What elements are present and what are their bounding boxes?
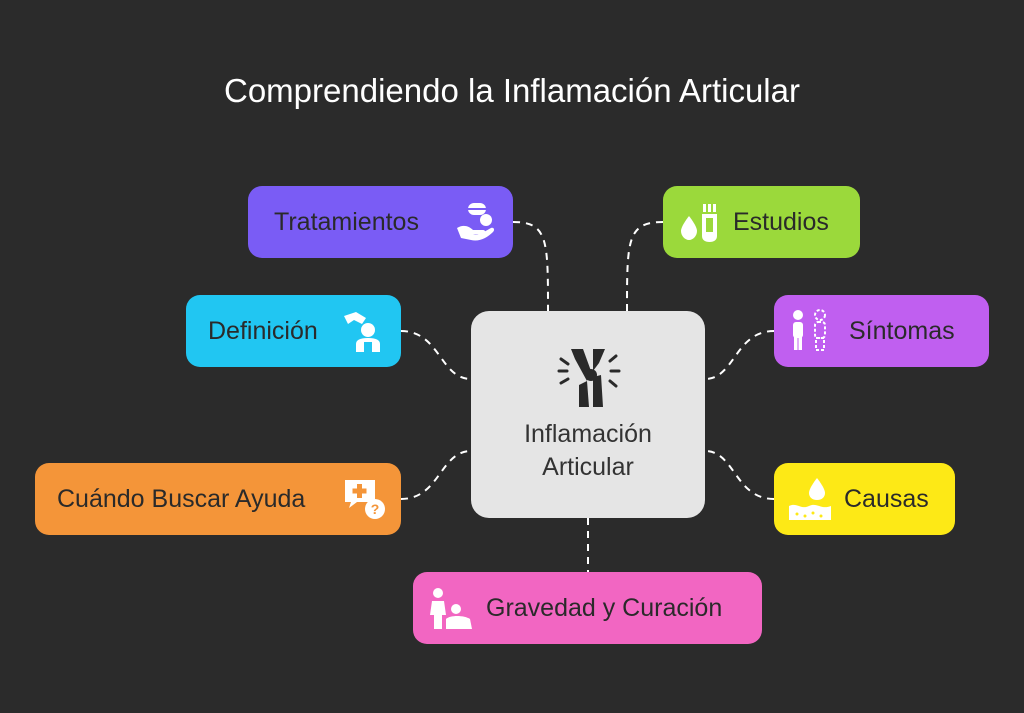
inflamed-joint-icon bbox=[553, 341, 623, 416]
hand-pill-icon bbox=[453, 200, 497, 244]
diagram-title: Comprendiendo la Inflamación Articular bbox=[224, 72, 800, 109]
node-gravedad-curacion: Gravedad y Curación bbox=[413, 572, 762, 644]
doctor-patient-icon bbox=[342, 308, 388, 354]
node-sintomas-label: Síntomas bbox=[849, 316, 955, 345]
connector-tratamientos bbox=[512, 221, 549, 312]
svg-text:?: ? bbox=[371, 501, 380, 517]
caregiver-patient-icon bbox=[428, 585, 474, 631]
person-outline-icon bbox=[788, 308, 834, 354]
test-tube-drop-icon bbox=[677, 200, 723, 244]
skin-drop-icon bbox=[787, 476, 833, 522]
node-definicion-label: Definición bbox=[208, 316, 318, 345]
node-sintomas: Síntomas bbox=[774, 295, 989, 367]
node-causas: Causas bbox=[774, 463, 955, 535]
connector-definicion bbox=[400, 330, 472, 380]
central-node-label: Inflamación Articular bbox=[471, 418, 705, 484]
connector-causas bbox=[704, 450, 775, 500]
node-causas-label: Causas bbox=[844, 484, 929, 513]
central-label-line1: Inflamación bbox=[524, 420, 652, 448]
node-tratamientos-label: Tratamientos bbox=[274, 207, 419, 236]
node-gravedad-curacion-label: Gravedad y Curación bbox=[486, 593, 723, 622]
connector-cuando bbox=[400, 450, 472, 500]
node-estudios-label: Estudios bbox=[733, 207, 829, 236]
node-tratamientos: Tratamientos bbox=[248, 186, 513, 258]
node-cuando-buscar-ayuda: Cuándo Buscar Ayuda ? bbox=[35, 463, 401, 535]
node-definicion: Definición bbox=[186, 295, 401, 367]
node-estudios: Estudios bbox=[663, 186, 860, 258]
central-label-line2: Articular bbox=[542, 453, 634, 481]
connector-sintomas bbox=[704, 330, 775, 380]
connector-estudios bbox=[626, 221, 664, 312]
medical-question-icon: ? bbox=[343, 476, 389, 522]
central-node: Inflamación Articular bbox=[471, 311, 705, 518]
node-cuando-buscar-ayuda-label: Cuándo Buscar Ayuda bbox=[57, 484, 306, 513]
